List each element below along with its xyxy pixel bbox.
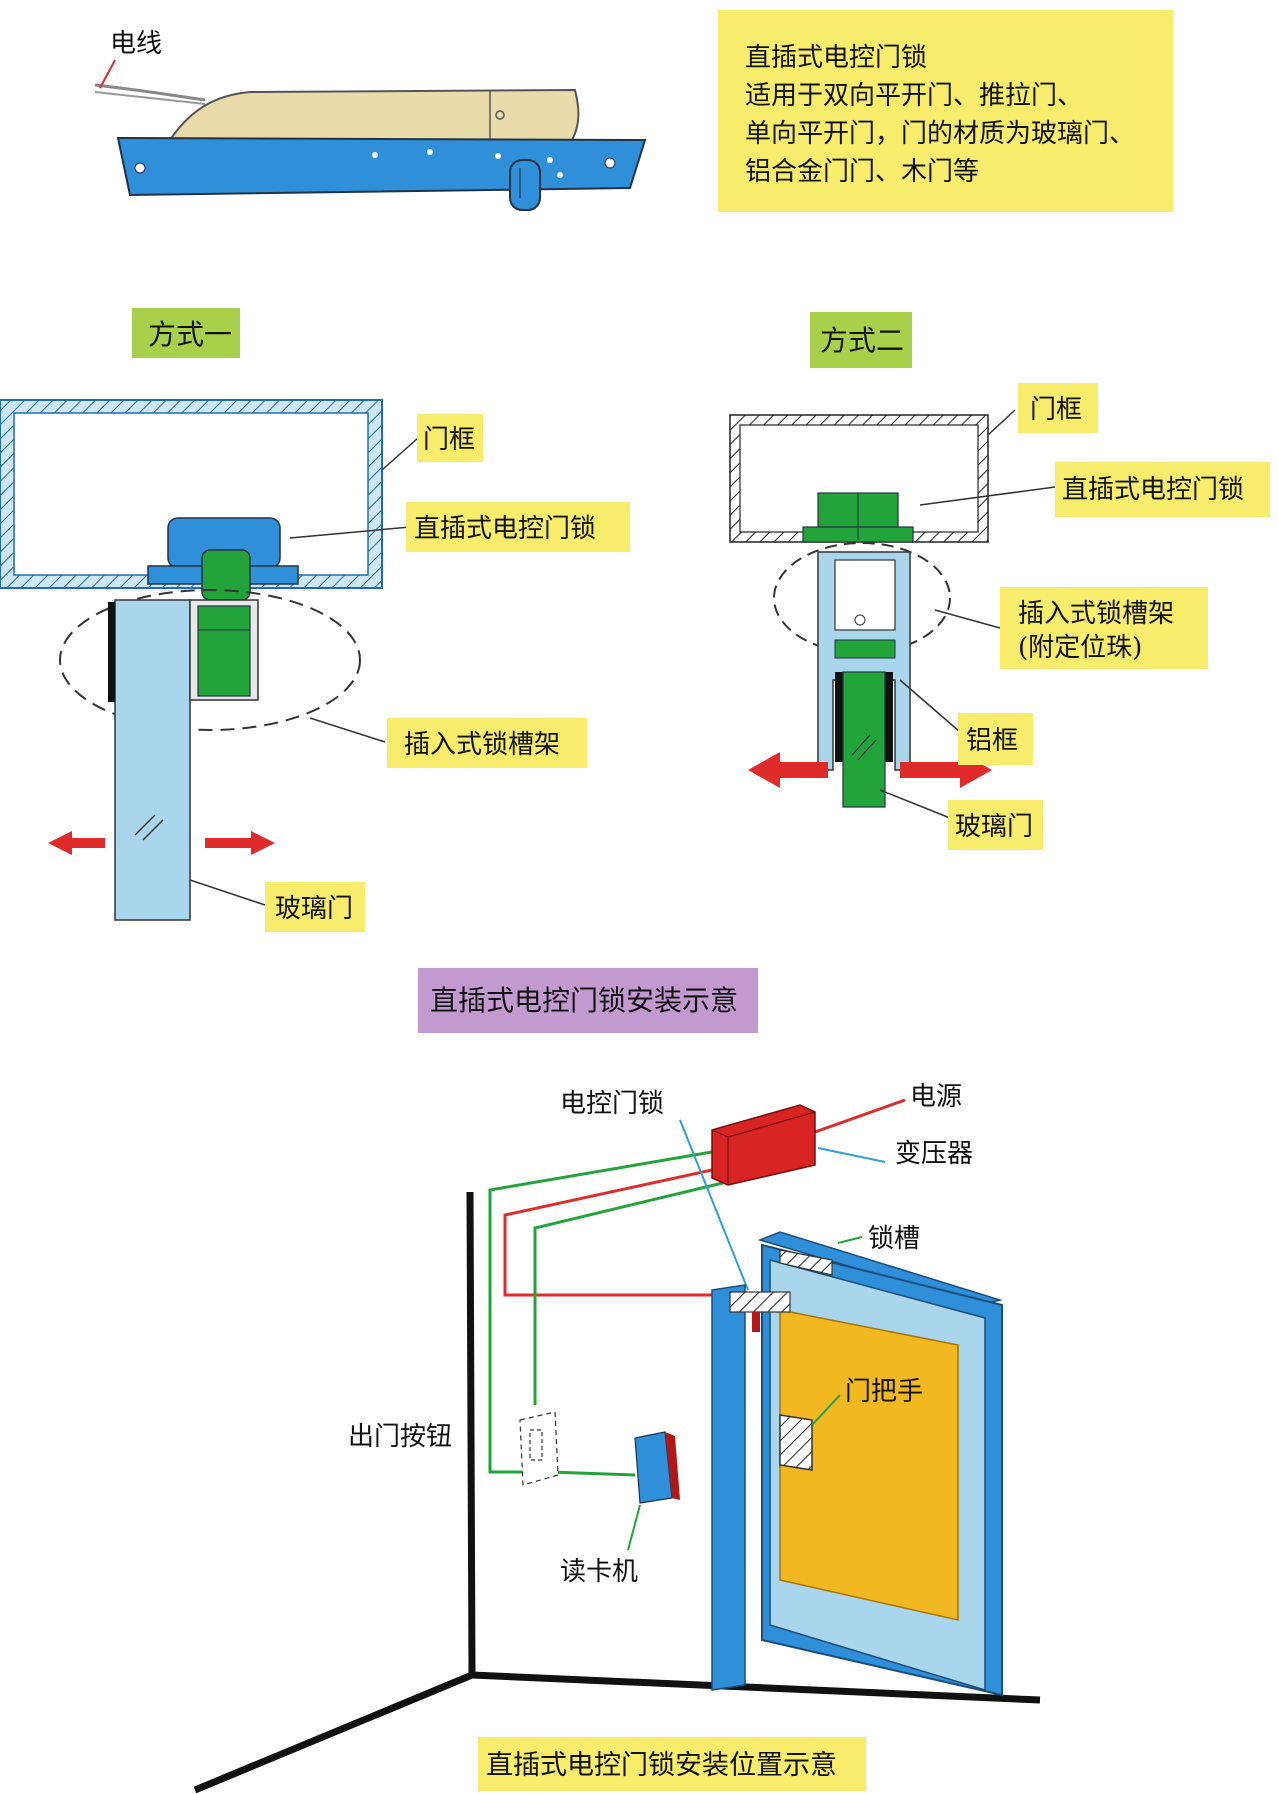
- description-line-3: 单向平开门，门的材质为玻璃门、: [745, 119, 1135, 149]
- m2-glass-label: 玻璃门: [955, 812, 1033, 842]
- m2-glass-label-box: [948, 800, 1043, 850]
- lock-label: 电控门锁: [560, 1089, 664, 1119]
- install-caption-box: [418, 968, 758, 1033]
- wire-label: 电线: [110, 29, 162, 59]
- method-two-title-box: [810, 312, 912, 368]
- m2-slot-label-line-2: (附定位珠): [1018, 633, 1142, 663]
- method-one-title-box: [132, 308, 240, 358]
- method-one-title: 方式一: [148, 318, 232, 351]
- m1-glass-label: 玻璃门: [275, 894, 353, 924]
- m1-glass-label-box: [265, 882, 365, 932]
- m1-slot-label: 插入式锁槽架: [404, 730, 560, 760]
- lock-product-drawing: [94, 59, 647, 211]
- m2-aluminum-label-box: [958, 713, 1033, 765]
- m1-frame-label-box: [417, 414, 483, 462]
- product-description-box: [718, 10, 1173, 212]
- m2-slot-label-box: [1000, 587, 1208, 669]
- position-diagram: [193, 1098, 1041, 1794]
- m2-lock-label: 直插式电控门锁: [1062, 475, 1244, 505]
- lock-slot-label: 锁槽: [868, 1224, 920, 1254]
- m1-slot-label-box: [387, 718, 587, 768]
- position-caption-box: [478, 1737, 866, 1791]
- m2-lock-label-box: [1055, 462, 1270, 517]
- m2-frame-label-box: [1018, 383, 1098, 433]
- m1-lock-label-box: [406, 502, 630, 552]
- m1-lock-label: 直插式电控门锁: [414, 514, 596, 544]
- transformer-label: 变压器: [895, 1139, 973, 1169]
- method-two-title: 方式二: [820, 324, 904, 357]
- m2-frame-label: 门框: [1030, 395, 1082, 425]
- install-caption: 直插式电控门锁安装示意: [430, 984, 738, 1017]
- m2-slot-label-line-1: 插入式锁槽架: [1018, 599, 1174, 629]
- power-label: 电源: [910, 1082, 962, 1112]
- method-one-diagram: [0, 399, 419, 921]
- exit-button-label: 出门按钮: [348, 1422, 452, 1452]
- position-caption: 直插式电控门锁安装位置示意: [486, 1750, 837, 1781]
- m2-aluminum-label: 铝框: [966, 726, 1018, 756]
- description-line-1: 直插式电控门锁: [745, 43, 927, 73]
- handle-label: 门把手: [845, 1377, 923, 1407]
- description-line-2: 适用于双向平开门、推拉门、: [745, 81, 1083, 111]
- description-line-4: 铝合金门门、木门等: [745, 157, 979, 187]
- m1-frame-label: 门框: [423, 425, 475, 455]
- card-reader-label: 读卡机: [560, 1557, 638, 1587]
